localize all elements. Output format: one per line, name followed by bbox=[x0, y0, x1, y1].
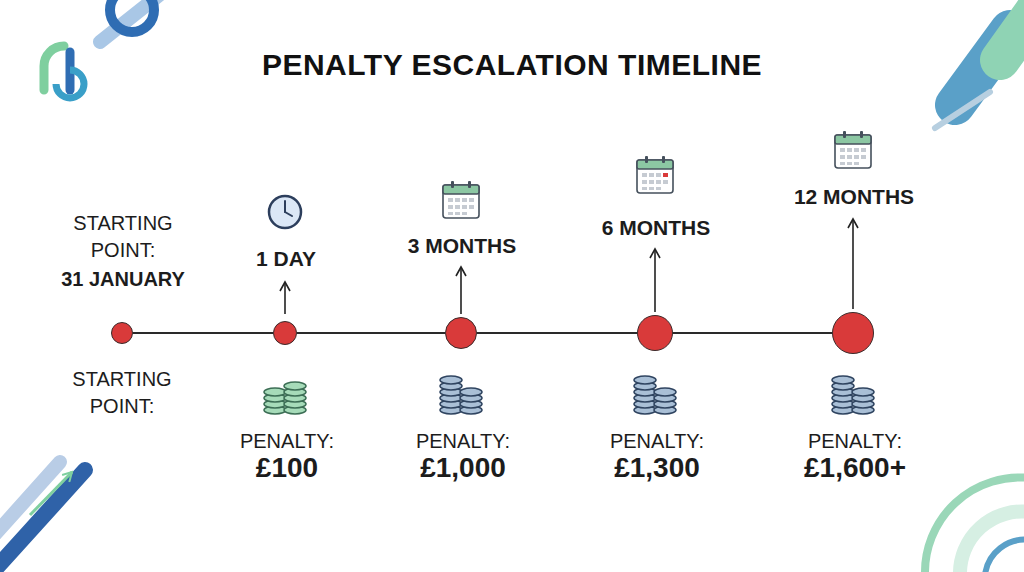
penalty-amount: £1,600+ bbox=[765, 449, 945, 487]
deco-bar bbox=[100, 0, 168, 42]
pointer-arrow bbox=[460, 267, 462, 314]
pointer-arrow bbox=[284, 282, 286, 314]
time-label: 3 MONTHS bbox=[377, 232, 547, 260]
timeline-point: STARTING POINT:31 JANUARYSTARTING POINT: bbox=[111, 322, 133, 344]
penalty-amount: £1,300 bbox=[572, 449, 742, 487]
coin-stack bbox=[264, 382, 306, 414]
deco-arc bbox=[985, 540, 1024, 572]
time-label: 6 MONTHS bbox=[571, 214, 741, 242]
penalty-amount: STARTING POINT: bbox=[57, 366, 187, 420]
calendar-icon bbox=[637, 156, 673, 193]
timeline-segment bbox=[133, 332, 273, 334]
penalty-label: PENALTY: bbox=[780, 428, 930, 455]
pointer-arrow bbox=[654, 249, 656, 312]
clock-icon bbox=[269, 196, 301, 228]
calendar-icon bbox=[443, 181, 479, 218]
deco-arc bbox=[960, 511, 1024, 572]
timeline-segment bbox=[297, 332, 445, 334]
calendar-icon bbox=[835, 131, 871, 168]
deco-bar bbox=[935, 92, 990, 128]
calendar-mark bbox=[663, 173, 668, 177]
timeline-point: 12 MONTHSPENALTY:£1,600+ bbox=[832, 312, 874, 354]
penalty-amount: £1,000 bbox=[378, 449, 548, 487]
penalty-label: 31 JANUARY bbox=[33, 266, 213, 293]
coin-stack bbox=[634, 376, 676, 414]
timeline-segment bbox=[673, 332, 832, 334]
deco-bar bbox=[0, 462, 60, 540]
pointer-arrow bbox=[852, 219, 854, 309]
penalty-label: PENALTY: bbox=[582, 428, 732, 455]
logo-mark bbox=[44, 46, 64, 90]
clock-face bbox=[269, 196, 301, 228]
deco-arc bbox=[925, 477, 1024, 572]
penalty-amount: £100 bbox=[207, 449, 367, 487]
timeline-segment bbox=[477, 332, 637, 334]
coin-stack bbox=[440, 376, 482, 414]
deco-bar bbox=[1000, 0, 1024, 60]
diagram-title: PENALTY ESCALATION TIMELINE bbox=[0, 48, 1024, 82]
coin-stack bbox=[832, 376, 874, 414]
logo-mark bbox=[56, 70, 84, 98]
time-label: STARTING POINT: bbox=[58, 210, 188, 264]
deco-ring bbox=[110, 0, 154, 32]
clock-hand bbox=[284, 201, 286, 212]
time-label: 1 DAY bbox=[211, 245, 361, 273]
timeline-point: 1 DAYPENALTY:£100 bbox=[273, 321, 297, 345]
penalty-label: PENALTY: bbox=[212, 428, 362, 455]
timeline-point: 6 MONTHSPENALTY:£1,300 bbox=[637, 315, 673, 351]
timeline-point: 3 MONTHSPENALTY:£1,000 bbox=[445, 317, 477, 349]
time-label: 12 MONTHS bbox=[764, 183, 944, 211]
deco-arrow bbox=[30, 472, 72, 515]
penalty-label: PENALTY: bbox=[388, 428, 538, 455]
clock-hand bbox=[285, 212, 292, 216]
